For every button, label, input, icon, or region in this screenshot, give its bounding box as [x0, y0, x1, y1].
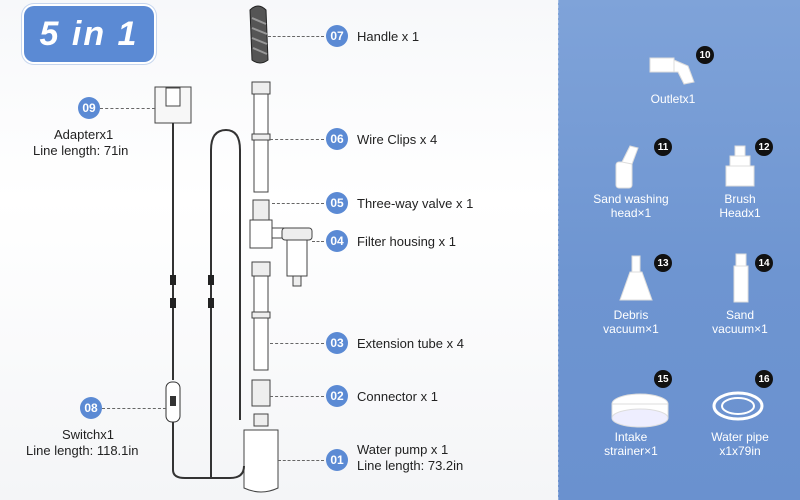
part-label-filter-housing: Filter housing x 1: [357, 234, 456, 249]
leader-04: [312, 241, 324, 242]
debris-vacuum-icon: [619, 255, 653, 301]
accessory-label-brush-qty: Headx1: [719, 206, 761, 220]
accessories-panel: [558, 0, 800, 500]
accessory-label-debris: Debris: [613, 308, 649, 322]
part-label-connector: Connector x 1: [357, 389, 438, 404]
sand-washing-head-icon: [615, 145, 639, 189]
accessory-number-11: 11: [654, 138, 672, 156]
accessory-label-sand-washing-qty: head×1: [610, 206, 652, 220]
accessory-label-water-pipe: Water pipe: [711, 430, 769, 444]
accessory-label-brush: Brush: [724, 192, 756, 206]
part-label-handle: Handle x 1: [357, 29, 420, 44]
part-number-01: 01: [326, 449, 348, 471]
part-number-05: 05: [326, 192, 348, 214]
accessory-number-15: 15: [654, 370, 672, 388]
three-way-valve-icon: [249, 199, 285, 249]
leader-01: [278, 460, 324, 461]
accessory-label-outlet: Outletx1: [650, 92, 696, 106]
accessory-label-intake: Intake: [614, 430, 648, 444]
leader-06: [270, 139, 324, 140]
leader-02: [270, 396, 324, 397]
sand-vacuum-icon: [733, 253, 749, 303]
accessory-number-16: 16: [755, 370, 773, 388]
handle-icon: [249, 5, 269, 64]
accessory-number-13: 13: [654, 254, 672, 272]
accessory-label-water-pipe-qty: x1x79in: [719, 444, 761, 458]
part-number-03: 03: [326, 332, 348, 354]
part-number-09: 09: [78, 97, 100, 119]
water-pipe-icon: [712, 391, 764, 421]
connector-icon: [251, 379, 271, 407]
leader-08: [102, 408, 166, 409]
accessory-number-10: 10: [696, 46, 714, 64]
adapter-length: Line length: 71in: [33, 143, 129, 158]
leader-03: [270, 343, 324, 344]
outlet-icon: [649, 57, 695, 85]
switch-length: Line length: 118.1in: [26, 443, 139, 458]
switch-label: Switchx1: [62, 427, 115, 442]
switch-icon: [165, 381, 181, 423]
accessory-label-debris-qty: vacuum×1: [603, 322, 659, 336]
part-label-water-pump-length: Line length: 73.2in: [357, 458, 464, 473]
brush-head-icon: [725, 145, 755, 187]
part-number-04: 04: [326, 230, 348, 252]
accessory-number-12: 12: [755, 138, 773, 156]
part-number-08: 08: [80, 397, 102, 419]
leader-07: [268, 36, 324, 37]
accessory-label-sand: Sand: [725, 308, 755, 322]
accessory-label-intake-qty: strainer×1: [604, 444, 658, 458]
part-number-06: 06: [326, 128, 348, 150]
leader-09: [100, 108, 155, 109]
accessory-number-14: 14: [755, 254, 773, 272]
part-number-02: 02: [326, 385, 348, 407]
adapter-icon: [154, 86, 192, 124]
accessory-label-sand-qty: vacuum×1: [712, 322, 768, 336]
part-label-wire-clips: Wire Clips x 4: [357, 132, 438, 147]
intake-strainer-icon: [611, 393, 669, 428]
part-label-water-pump: Water pump x 1: [357, 442, 449, 457]
water-pump-icon: [243, 413, 279, 493]
part-number-07: 07: [326, 25, 348, 47]
adapter-label: Adapterx1: [54, 127, 114, 142]
part-label-three-way-valve: Three-way valve x 1: [357, 196, 474, 211]
five-in-one-badge: 5 in 1: [24, 6, 154, 62]
product-drawing: [154, 5, 313, 493]
leader-05: [272, 203, 324, 204]
accessory-label-sand-washing: Sand washing: [593, 192, 669, 206]
filter-housing-icon: [281, 227, 313, 287]
accessory-drawings: [611, 57, 764, 428]
part-label-extension-tube: Extension tube x 4: [357, 336, 464, 351]
